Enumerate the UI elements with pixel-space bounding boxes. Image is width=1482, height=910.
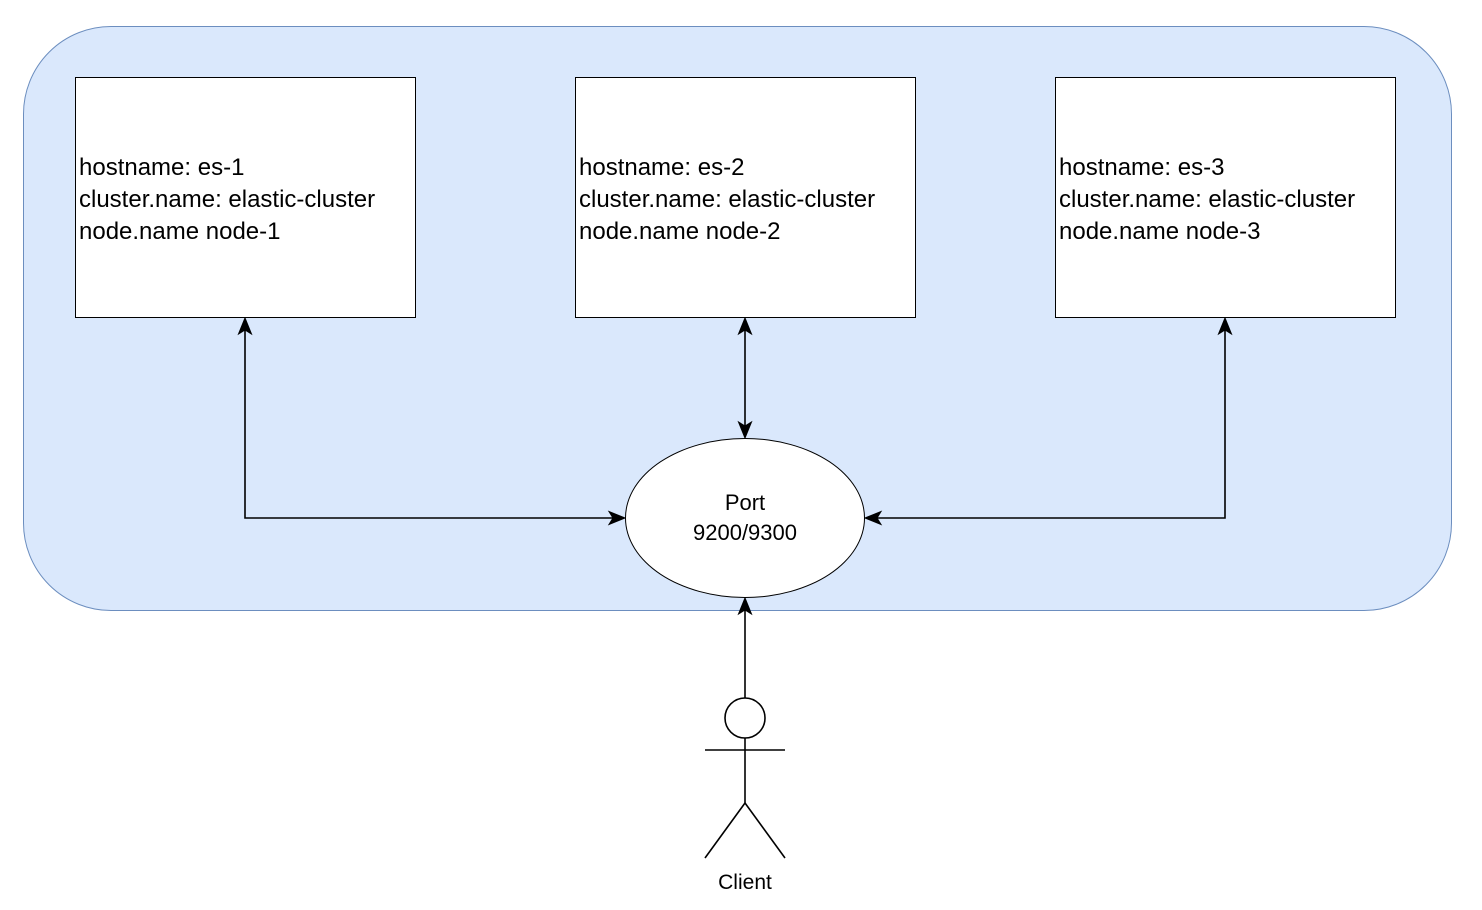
node-cluster-name: cluster.name: elastic-cluster bbox=[79, 186, 376, 213]
port-label: Port bbox=[724, 490, 766, 515]
node-cluster-name: cluster.name: elastic-cluster bbox=[579, 186, 876, 213]
node-box-es-2: hostname: es-2 cluster.name: elastic-clu… bbox=[575, 77, 916, 318]
node-hostname: hostname: es-2 bbox=[579, 154, 745, 181]
arrowhead-port-bottom bbox=[737, 596, 753, 616]
node-box-es-3: hostname: es-3 cluster.name: elastic-clu… bbox=[1055, 77, 1396, 318]
arrowhead-port-right bbox=[863, 510, 883, 526]
client-label: Client bbox=[718, 871, 772, 894]
node-hostname: hostname: es-1 bbox=[79, 154, 245, 181]
node-cluster-name: cluster.name: elastic-cluster bbox=[1059, 186, 1356, 213]
node-node-name: node.name node-2 bbox=[579, 218, 781, 245]
port-ellipse: Port 9200/9300 bbox=[625, 438, 865, 598]
actor-stick-figure-icon bbox=[704, 697, 786, 859]
connector-node-1-port bbox=[244, 328, 614, 519]
port-number: 9200/9300 bbox=[693, 520, 797, 545]
arrowhead-node-2 bbox=[737, 316, 753, 336]
node-node-name: node.name node-3 bbox=[1059, 218, 1261, 245]
node-node-name: node.name node-1 bbox=[79, 218, 281, 245]
node-hostname: hostname: es-3 bbox=[1059, 154, 1225, 181]
connector-node-3-port bbox=[876, 328, 1226, 519]
arrowhead-port-left bbox=[607, 510, 627, 526]
node-box-es-1: hostname: es-1 cluster.name: elastic-clu… bbox=[75, 77, 416, 318]
arrowhead-node-1 bbox=[237, 316, 253, 336]
arrowhead-port-top bbox=[737, 420, 753, 440]
arrowhead-node-3 bbox=[1217, 316, 1233, 336]
